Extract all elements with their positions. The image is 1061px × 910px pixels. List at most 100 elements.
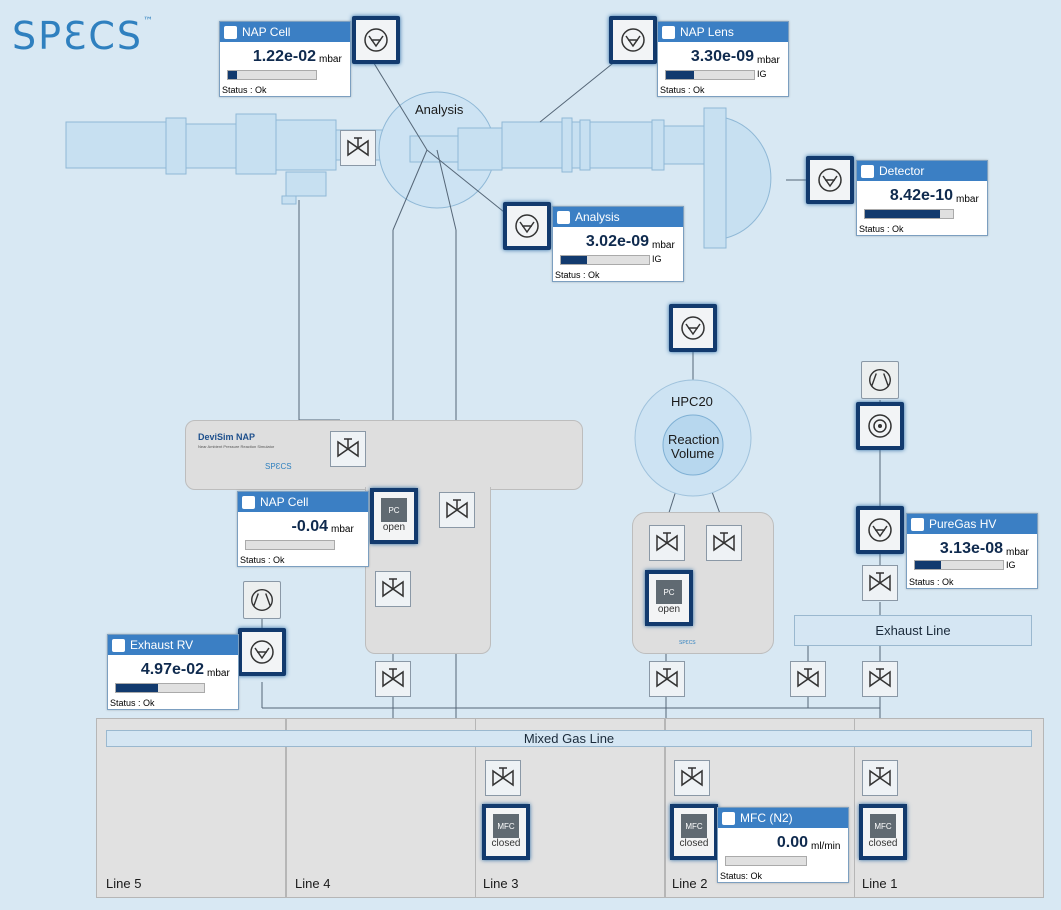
readout-bar-fill xyxy=(915,561,942,569)
gauge-icon xyxy=(621,28,645,52)
readout-title: NAP Lens xyxy=(680,25,734,39)
hpc20-gauge-button[interactable] xyxy=(669,304,717,352)
mfc-tag: MFC xyxy=(681,814,707,838)
valve-icon xyxy=(347,137,369,157)
puregas-pump-button[interactable] xyxy=(861,361,899,399)
readout-value: 1.22e-02 xyxy=(252,48,316,65)
readout-bar xyxy=(665,70,755,80)
readout-status: Status : Ok xyxy=(240,555,285,565)
line-1-mfc[interactable]: MFC closed xyxy=(859,804,907,860)
hpc-pressure-controller[interactable]: PC open xyxy=(645,570,693,626)
readout-status: Status : Ok xyxy=(660,85,705,95)
readout-title: NAP Cell xyxy=(260,495,309,509)
puregas-hv-gauge-button[interactable] xyxy=(856,506,904,554)
line-5-label: Line 5 xyxy=(106,876,142,891)
hpc-gas-inlet-valve[interactable] xyxy=(706,525,742,561)
reaction-volume-label-2: Volume xyxy=(671,446,715,461)
readout-bar-fill xyxy=(865,210,940,218)
puregas-exhaust-valve[interactable] xyxy=(862,661,898,697)
hpc-exhaust-valve[interactable] xyxy=(649,661,685,697)
nap-lens-gauge-button[interactable] xyxy=(609,16,657,64)
mfc-icon: ▦ xyxy=(722,811,735,825)
valve-icon xyxy=(382,578,404,598)
detector-gauge-button[interactable] xyxy=(806,156,854,204)
exhaust-rv-gauge-button[interactable] xyxy=(238,628,286,676)
gauge-icon xyxy=(818,168,842,192)
exhaust-rv-readout[interactable]: ◌Exhaust RV 4.97e-02 mbar Status : Ok xyxy=(107,634,239,710)
nap-gas-inlet-valve[interactable] xyxy=(439,492,475,528)
mfc-n2-readout[interactable]: ▦MFC (N2) 0.00 ml/min Status: Ok xyxy=(717,807,849,883)
gauge-icon xyxy=(515,214,539,238)
readout-bar xyxy=(245,540,335,550)
exhaust-line-bus[interactable]: Exhaust Line xyxy=(794,615,1032,646)
readout-title: Detector xyxy=(879,164,925,178)
analysis-gauge-button[interactable] xyxy=(503,202,551,250)
valve-icon xyxy=(869,572,891,592)
mfc-state: closed xyxy=(679,838,709,849)
beamline-valve[interactable] xyxy=(340,130,376,166)
gauge-icon: ◌ xyxy=(224,25,237,39)
nap-cell-mid-readout[interactable]: ◌NAP Cell -0.04 mbar Status : Ok xyxy=(237,491,369,567)
line-4-label: Line 4 xyxy=(295,876,331,891)
nap-cell-top-readout[interactable]: ◌NAP Cell 1.22e-02 mbar Status : Ok xyxy=(219,21,351,97)
line-3-mfc[interactable]: MFC closed xyxy=(482,804,530,860)
mfc-tag: MFC xyxy=(870,814,896,838)
line-1-valve[interactable] xyxy=(862,760,898,796)
valve-icon xyxy=(446,499,468,519)
readout-value: 4.97e-02 xyxy=(140,661,204,678)
readout-status: Status : Ok xyxy=(222,85,267,95)
readout-value: 3.13e-08 xyxy=(939,540,1003,557)
gauge-icon: ◌ xyxy=(242,495,255,509)
devisim-brand: SPƐCS xyxy=(265,462,292,471)
readout-bar xyxy=(864,209,954,219)
readout-unit: ml/min xyxy=(811,841,841,852)
nap-lens-readout[interactable]: ◌ NAP Lens 3.30e-09 mbar IG Status : Ok xyxy=(657,21,789,97)
readout-sub: IG xyxy=(1006,560,1016,570)
hpc-gas-outlet-valve[interactable] xyxy=(649,525,685,561)
nap-gas-outlet-valve[interactable] xyxy=(375,571,411,607)
gauge-icon xyxy=(364,28,388,52)
readout-bar-fill xyxy=(116,684,159,692)
readout-unit: mbar xyxy=(1006,547,1029,558)
hpc20-label: HPC20 xyxy=(671,394,713,409)
line-3-valve[interactable] xyxy=(485,760,521,796)
mixed-gas-line-bus[interactable]: Mixed Gas Line xyxy=(106,730,1032,747)
gauge-icon: ◌ xyxy=(662,25,675,39)
readout-unit: mbar xyxy=(956,194,979,205)
exhaust-line-valve[interactable] xyxy=(790,661,826,697)
turbo-pump-button[interactable] xyxy=(856,402,904,450)
line-2-valve[interactable] xyxy=(674,760,710,796)
nap-cell-gauge-button[interactable] xyxy=(352,16,400,64)
line-2-mfc[interactable]: MFC closed xyxy=(670,804,718,860)
readout-value: 3.30e-09 xyxy=(690,48,754,65)
nap-bypass-valve[interactable] xyxy=(330,431,366,467)
analysis-readout[interactable]: ◌Analysis 3.02e-09 mbar IG Status : Ok xyxy=(552,206,684,282)
gauge-icon xyxy=(250,640,274,664)
readout-bar-fill xyxy=(666,71,695,79)
valve-icon xyxy=(869,668,891,688)
nap-exhaust-valve[interactable] xyxy=(375,661,411,697)
readout-status: Status : Ok xyxy=(859,224,904,234)
mfc-state: closed xyxy=(868,838,898,849)
readout-unit: mbar xyxy=(757,55,780,66)
pump-icon xyxy=(251,589,273,611)
analysis-chamber-label: Analysis xyxy=(415,102,464,117)
valve-icon xyxy=(797,668,819,688)
readout-sub: IG xyxy=(757,69,767,79)
puregas-valve[interactable] xyxy=(862,565,898,601)
readout-bar xyxy=(227,70,317,80)
readout-bar xyxy=(115,683,205,693)
readout-title: MFC (N2) xyxy=(740,811,793,825)
specs-logo-text: SPƐCS xyxy=(12,14,144,58)
devisim-nap-title: DeviSim NAP xyxy=(198,432,256,442)
readout-bar xyxy=(725,856,807,866)
puregas-hv-readout[interactable]: ◌PureGas HV 3.13e-08 mbar IG Status : Ok xyxy=(906,513,1038,589)
readout-bar xyxy=(914,560,1004,570)
readout-bar xyxy=(560,255,650,265)
gauge-icon: ◌ xyxy=(112,638,125,652)
nap-pressure-controller[interactable]: PC open xyxy=(370,488,418,544)
detector-readout[interactable]: ◌Detector 8.42e-10 mbar Status : Ok xyxy=(856,160,988,236)
exhaust-pump-button[interactable] xyxy=(243,581,281,619)
readout-status: Status : Ok xyxy=(909,577,954,587)
